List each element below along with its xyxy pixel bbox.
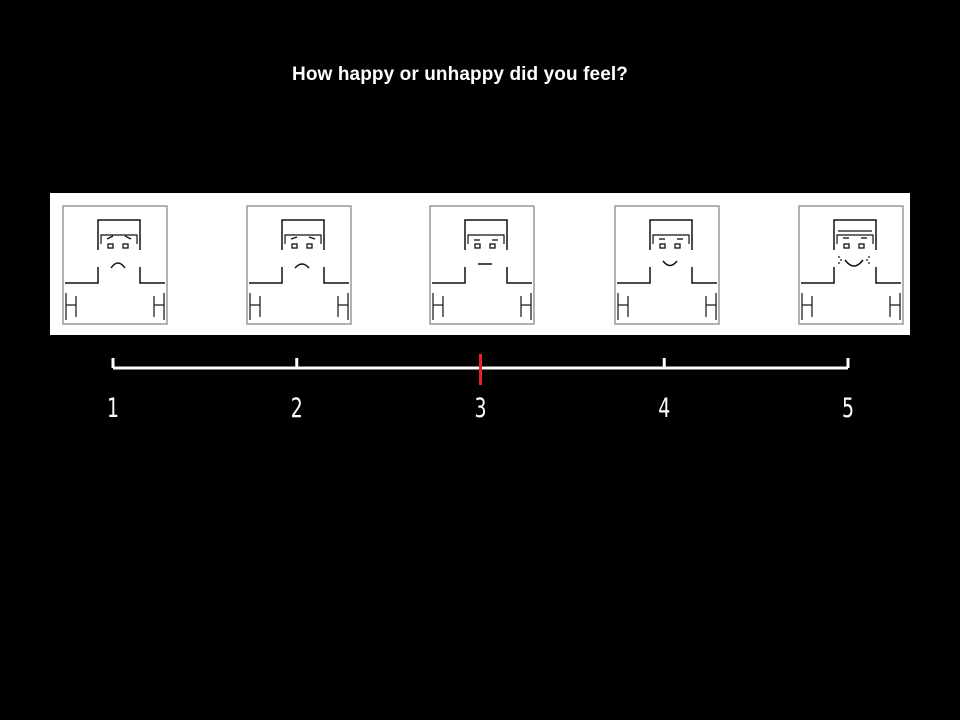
- scale-label-3[interactable]: 3: [474, 393, 486, 424]
- unhappy-face-icon[interactable]: [246, 205, 352, 325]
- question-title: How happy or unhappy did you feel?: [292, 64, 628, 85]
- scale-label-5[interactable]: 5: [842, 393, 854, 424]
- scale-label-1[interactable]: 1: [107, 393, 119, 424]
- very-unhappy-face-icon[interactable]: [62, 205, 168, 325]
- very-happy-face-icon[interactable]: [798, 205, 904, 325]
- scale-label-4[interactable]: 4: [658, 393, 670, 424]
- scale-label-2[interactable]: 2: [291, 393, 303, 424]
- happy-face-icon[interactable]: [614, 205, 720, 325]
- face-strip: [50, 193, 910, 335]
- neutral-face-icon[interactable]: [429, 205, 535, 325]
